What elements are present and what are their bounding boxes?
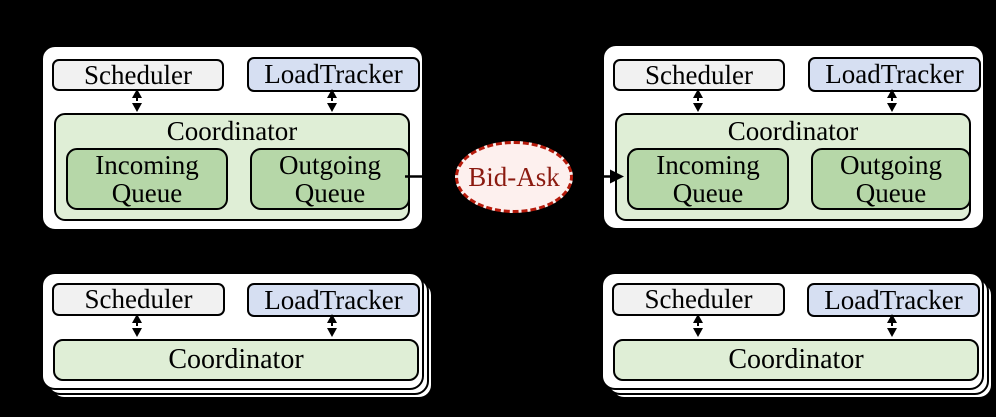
- bidirectional-arrow-icon: [887, 314, 897, 337]
- load-tracker-label: LoadTracker: [825, 59, 964, 89]
- coordinator-box: Coordinator: [613, 339, 979, 381]
- worker-node-bottom-right: Scheduler LoadTracker Coordinator: [601, 272, 984, 390]
- coordinator-box: Coordinator: [53, 339, 419, 381]
- load-tracker-label: LoadTracker: [264, 59, 403, 89]
- load-tracker-box: LoadTracker: [807, 283, 980, 317]
- bidirectional-arrow-icon: [693, 89, 703, 112]
- bidirectional-arrow-icon: [327, 314, 337, 337]
- bid-ask-ellipse: Bid-Ask: [455, 141, 573, 213]
- coordinator-box: Coordinator Incoming Queue Outgoing Queu…: [54, 113, 410, 221]
- worker-node-top-left: Scheduler LoadTracker Coordinator Incomi…: [41, 45, 424, 231]
- scheduler-label: Scheduler: [84, 59, 192, 90]
- bid-ask-label: Bid-Ask: [468, 161, 560, 192]
- load-tracker-box: LoadTracker: [247, 57, 420, 92]
- coordinator-label: Coordinator: [166, 116, 298, 146]
- coordinator-label: Coordinator: [727, 116, 859, 146]
- worker-node-top-right: Scheduler LoadTracker Coordinator Incomi…: [602, 44, 985, 230]
- bidirectional-arrow-icon: [327, 89, 337, 112]
- scheduler-label: Scheduler: [84, 284, 193, 314]
- coordinator-label: Coordinator: [728, 344, 864, 375]
- load-tracker-box: LoadTracker: [247, 283, 420, 317]
- worker-node-bottom-left: Scheduler LoadTracker Coordinator: [41, 272, 424, 390]
- outgoing-queue-label: Outgoing Queue: [278, 149, 381, 208]
- bidirectional-arrow-icon: [693, 314, 703, 337]
- incoming-queue-label: Incoming Queue: [95, 149, 199, 208]
- scheduler-box: Scheduler: [612, 283, 785, 316]
- outgoing-queue-label: Outgoing Queue: [839, 149, 942, 208]
- scheduler-box: Scheduler: [52, 59, 224, 91]
- incoming-queue-label: Incoming Queue: [656, 149, 760, 208]
- coordinator-label: Coordinator: [168, 344, 304, 375]
- incoming-queue-box: Incoming Queue: [627, 148, 789, 210]
- bidirectional-arrow-icon: [887, 89, 897, 112]
- incoming-queue-box: Incoming Queue: [66, 148, 228, 210]
- load-tracker-label: LoadTracker: [824, 284, 963, 315]
- outgoing-queue-box: Outgoing Queue: [250, 148, 410, 210]
- scheduler-label: Scheduler: [644, 284, 753, 314]
- load-tracker-label: LoadTracker: [264, 284, 403, 315]
- coordinator-box: Coordinator Incoming Queue Outgoing Queu…: [615, 113, 971, 221]
- load-tracker-box: LoadTracker: [808, 57, 981, 92]
- scheduler-box: Scheduler: [613, 59, 785, 91]
- scheduler-label: Scheduler: [645, 59, 753, 90]
- scheduler-box: Scheduler: [52, 283, 225, 316]
- bidirectional-arrow-icon: [132, 314, 142, 337]
- bidirectional-arrow-icon: [132, 89, 142, 112]
- outgoing-queue-box: Outgoing Queue: [811, 148, 971, 210]
